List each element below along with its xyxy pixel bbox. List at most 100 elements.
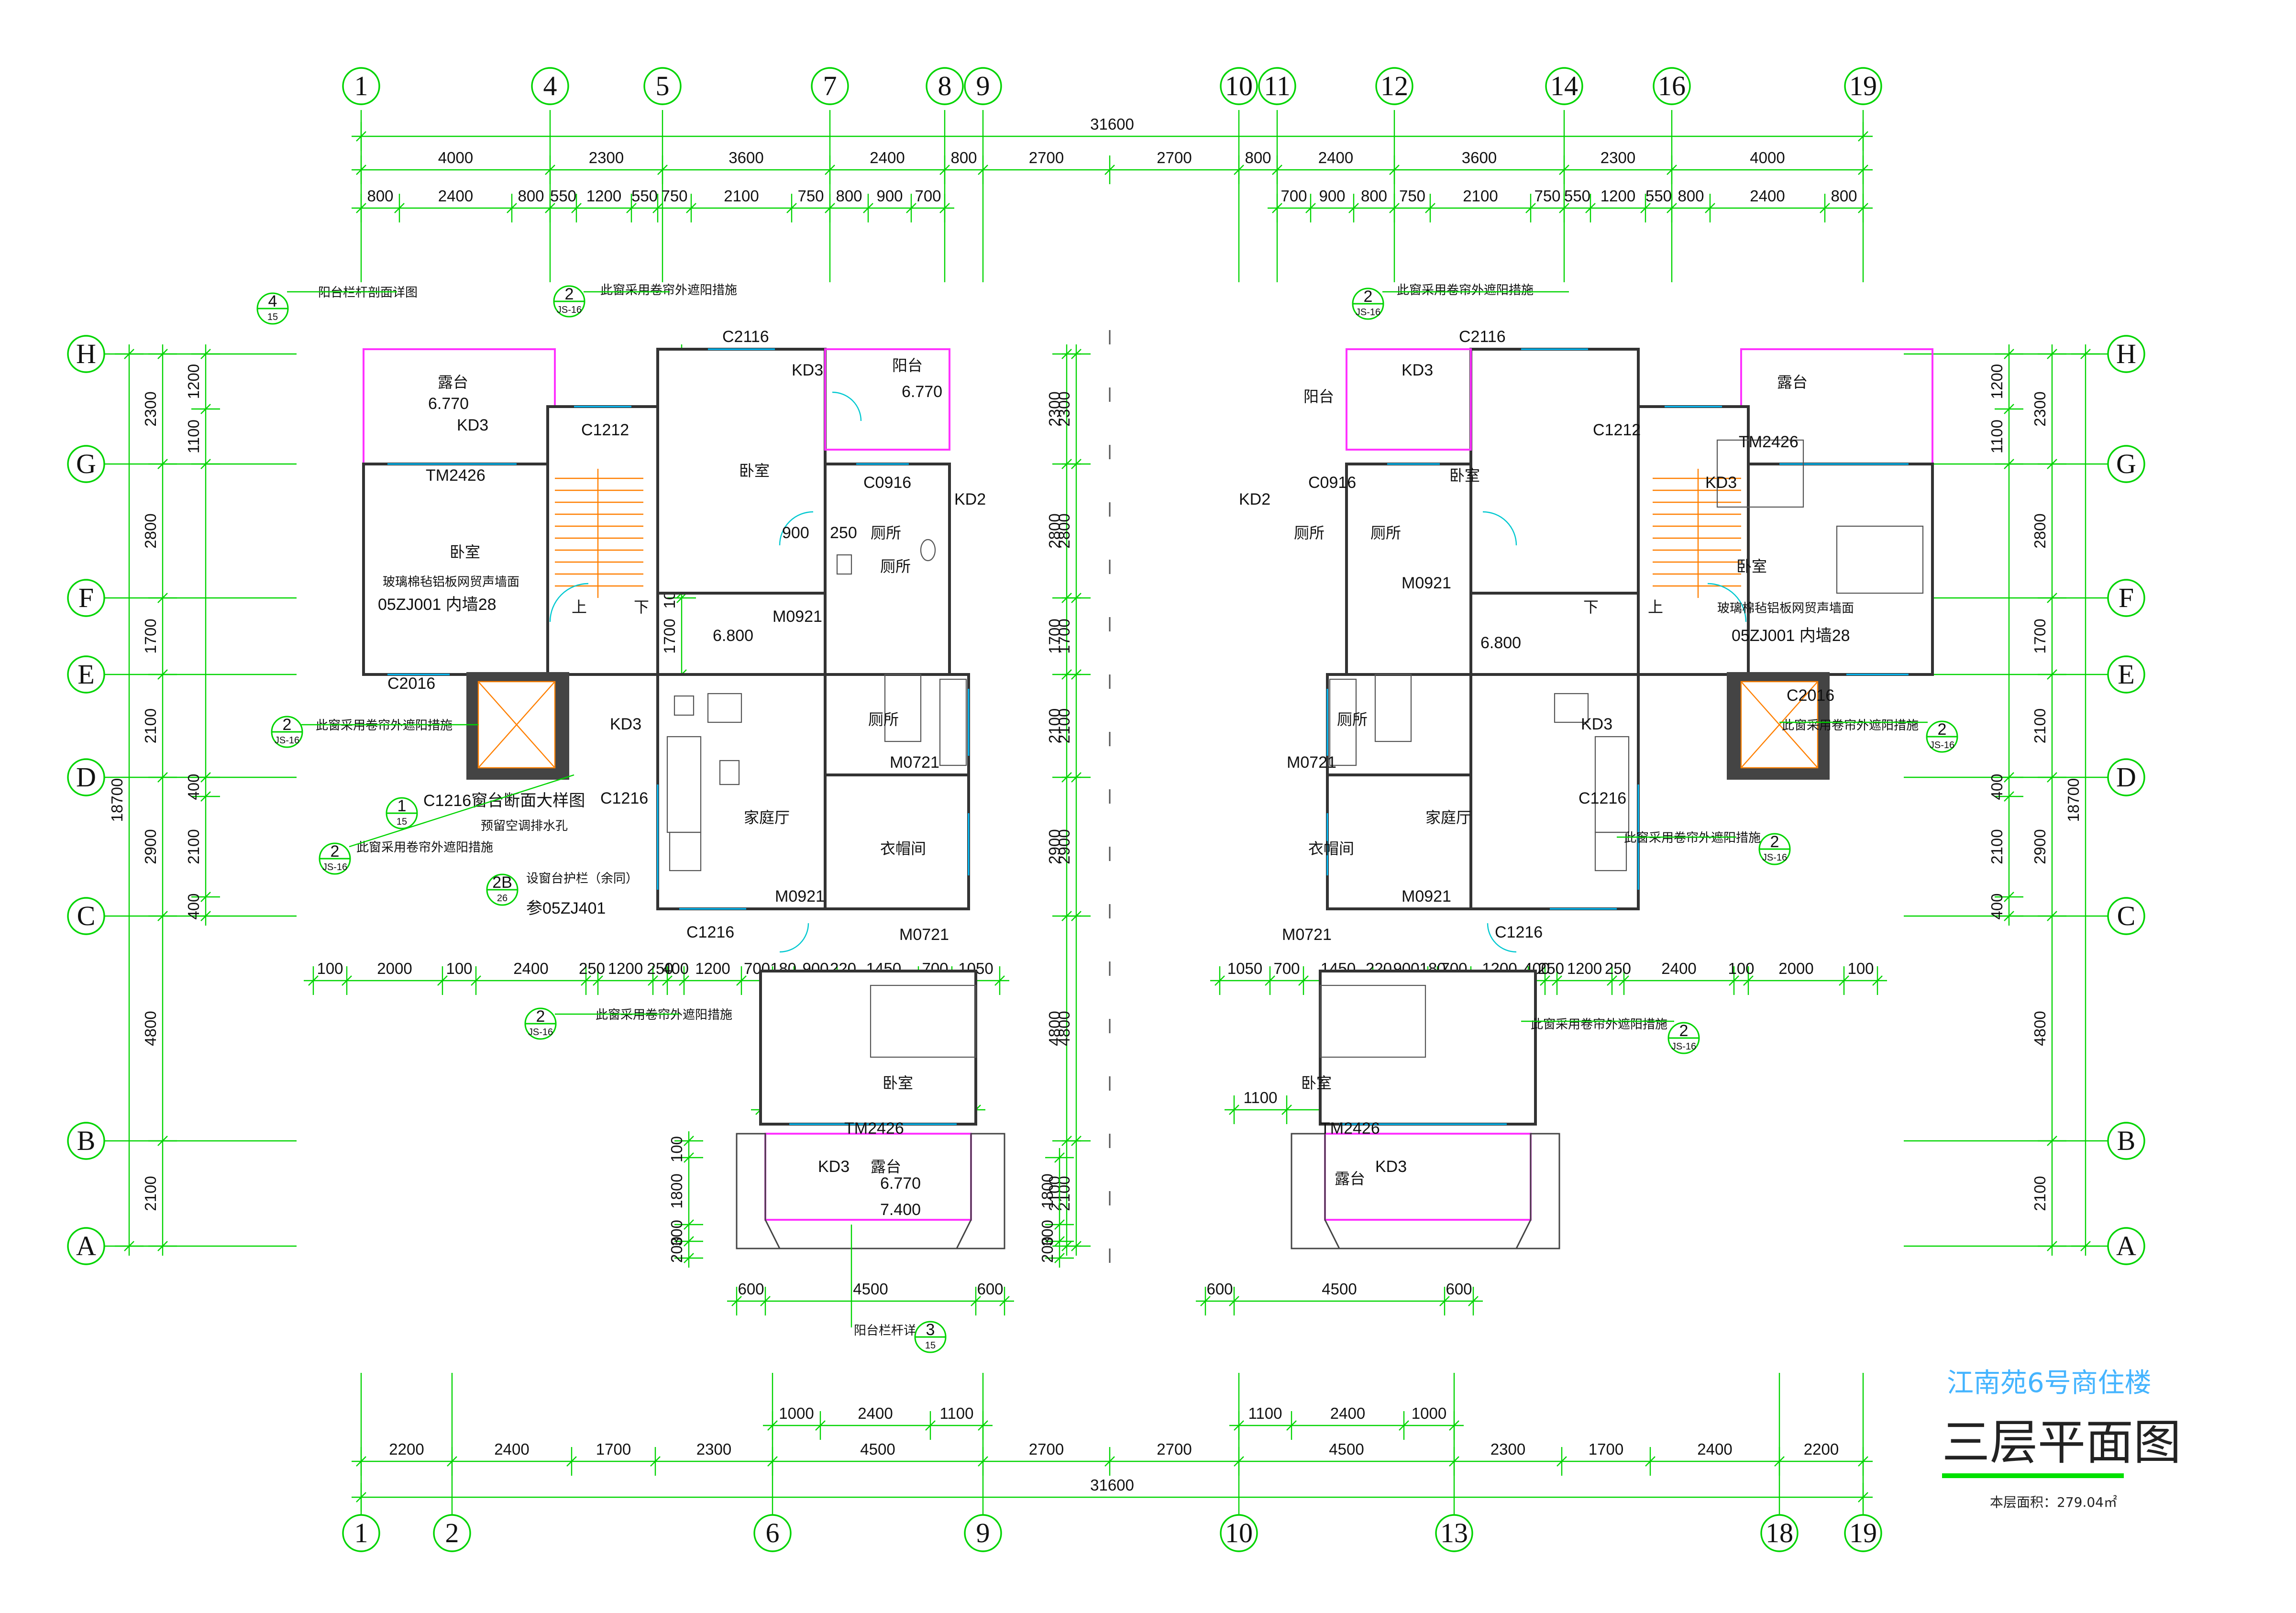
room-family-hall: 家庭厅 [1425, 808, 1471, 827]
detail-symbol: 2JS-16 [1352, 287, 1384, 320]
dim-value: 1800 [1038, 1173, 1056, 1208]
axis-label: F [78, 582, 94, 613]
dim-value: 1700 [1589, 1440, 1623, 1458]
dim-value: 2400 [858, 1404, 893, 1422]
axis-label: 13 [1440, 1517, 1468, 1548]
dim-value: 2100 [2031, 1176, 2049, 1211]
dim-value: 100 [1847, 960, 1874, 977]
shower [884, 674, 922, 742]
symbol-sheet: JS-16 [322, 862, 347, 873]
tag-m0721: M0721 [1287, 753, 1336, 772]
axis-bubble: 16 [1653, 67, 1691, 105]
tag-kd3: KD3 [818, 1158, 850, 1176]
dim-value: 2100 [142, 708, 159, 743]
bathtub [939, 678, 967, 766]
dim-value: 4500 [860, 1440, 895, 1458]
dim-value: 700 [915, 187, 941, 205]
detail-symbol: 2JS-16 [319, 842, 351, 875]
tag-kd3: KD3 [1581, 715, 1612, 733]
dim-value: 800 [950, 149, 977, 166]
symbol-number: 2 [1679, 1022, 1689, 1040]
axis-bubble: B [2107, 1122, 2145, 1160]
dim-value: 2700 [1029, 149, 1064, 166]
axis-bubble: 11 [1258, 67, 1296, 105]
axis-bubble: 13 [1435, 1514, 1473, 1552]
dim-value: 4800 [1046, 1011, 1063, 1046]
axis-label: 18 [1766, 1517, 1793, 1548]
tag-tm2426: TM2426 [1739, 433, 1799, 451]
axis-label: 2 [445, 1517, 459, 1548]
dim-value: 800 [1678, 187, 1704, 205]
guard-note: 设窗台护栏（余同） [526, 872, 638, 886]
dim-value: 3600 [1462, 149, 1497, 166]
symbol-sheet: JS-16 [1930, 740, 1954, 751]
dim-value: 400 [1988, 773, 2006, 800]
stair-up: 上 [1648, 598, 1663, 616]
axis-label: 19 [1849, 70, 1877, 101]
railing-detail-note: 阳台栏杆剖面详图 [318, 286, 418, 300]
dim-value: 100 [317, 960, 343, 977]
tag-c2116: C2116 [1459, 328, 1506, 346]
symbol-number: 2 [1770, 833, 1779, 851]
ac-hole-note: 预留空调排水孔 [481, 819, 568, 833]
dim-value: 2100 [1046, 1176, 1063, 1211]
dim-value: 2400 [1697, 1440, 1732, 1458]
dim-value: 1700 [142, 619, 159, 653]
tag-c1216: C1216 [686, 923, 734, 941]
dim-value: 1100 [940, 1404, 974, 1422]
axis-bubble: 19 [1844, 67, 1882, 105]
room-bedroom: 卧室 [1736, 557, 1767, 575]
dim-value: 1700 [1055, 619, 1073, 653]
room-bedroom: 卧室 [1449, 466, 1480, 485]
dim-value: 2000 [1778, 960, 1813, 977]
ref-note: 参05ZJ401 [526, 899, 606, 917]
dim-value: 31600 [1090, 115, 1134, 133]
dim-value: 750 [1534, 187, 1560, 205]
symbol-sheet: JS-16 [1762, 852, 1787, 863]
bedroom-wall [362, 463, 556, 676]
washbasin [836, 554, 852, 575]
shade-note: 此窗采用卷帘外遮阳措施 [600, 283, 737, 298]
door-arc [549, 583, 589, 622]
toilet-upper-wall [824, 463, 951, 676]
dim-value: 400 [662, 960, 689, 977]
detail-symbol: 115 [386, 797, 418, 829]
symbol-sheet: JS-16 [557, 305, 582, 315]
dim-value: 600 [1206, 1280, 1233, 1298]
tag-c1216: C1216 [1495, 923, 1543, 941]
tag-m0921: M0921 [1402, 887, 1451, 906]
tag-m0921: M0921 [775, 887, 825, 906]
symbol-sheet: JS-16 [1356, 307, 1380, 318]
stair-up: 上 [572, 598, 587, 616]
axis-bubble: F [2107, 579, 2145, 617]
dim-value: 2300 [1601, 149, 1635, 166]
dim-value: 100 [446, 960, 472, 977]
axis-label: 9 [976, 1517, 990, 1548]
dim-value: 300 [668, 1220, 685, 1246]
axis-bubble: 10 [1220, 1514, 1258, 1552]
dim-value: 800 [1831, 187, 1857, 205]
detail-symbol: 415 [256, 292, 289, 325]
symbol-number: 1 [397, 797, 407, 815]
room-family-hall: 家庭厅 [744, 808, 790, 827]
dim-value: 2800 [142, 513, 159, 548]
dim-value: 800 [1245, 149, 1271, 166]
detail-symbol: 2JS-16 [553, 285, 585, 318]
dim-value: 2400 [438, 187, 473, 205]
axis-label: A [76, 1230, 96, 1261]
room-toilet: 厕所 [1337, 710, 1368, 729]
dim-value: 2100 [724, 187, 759, 205]
axis-bubble: C [67, 897, 105, 935]
dim-value: 1100 [185, 420, 202, 453]
tag-elev-6770: 6.770 [428, 395, 469, 413]
dim-value: 2900 [1055, 829, 1073, 864]
dim-value: 800 [1361, 187, 1387, 205]
axis-bubble: 10 [1220, 67, 1258, 105]
balcony-outline [824, 348, 950, 451]
dim-value: 1700 [661, 619, 678, 653]
